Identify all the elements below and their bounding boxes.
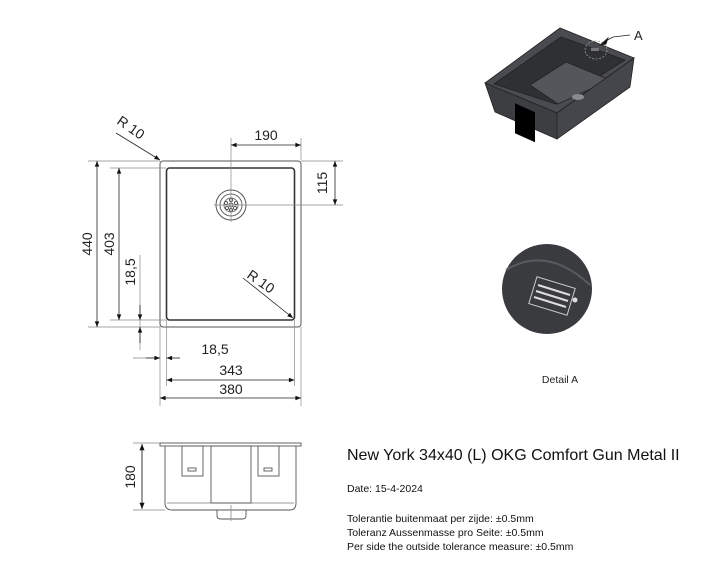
dim-rim-vertical: 18,5: [122, 258, 138, 285]
dim-drain-x: 190: [254, 127, 278, 143]
drawing-date: Date: 15-4-2024: [347, 483, 423, 495]
tolerance-nl: Tolerantie buitenmaat per zijde: ±0.5mm: [347, 513, 534, 525]
dim-drain-y: 115: [314, 172, 330, 195]
dim-inner-height: 403: [101, 232, 117, 256]
tolerance-en: Per side the outside tolerance measure: …: [347, 541, 574, 553]
detail-a-caption: Detail A: [542, 374, 578, 386]
dim-inner-width: 343: [219, 362, 243, 378]
detail-a-image: [502, 244, 592, 334]
top-view: [88, 132, 343, 406]
dim-r-top: R 10: [114, 112, 148, 142]
outer-rim: [159, 160, 302, 328]
tolerance-de: Toleranz Aussenmasse pro Seite: ±0.5mm: [347, 527, 544, 539]
isometric-sink-image: [484, 27, 635, 143]
side-view: [133, 442, 302, 521]
dim-rim-horizontal: 18,5: [201, 341, 228, 357]
dim-outer-height: 440: [79, 232, 95, 256]
callout-label-a: A: [634, 28, 643, 43]
inner-bowl: [165, 167, 296, 321]
dim-depth: 180: [122, 465, 138, 489]
dim-outer-width: 380: [219, 381, 243, 397]
drawing-title: New York 34x40 (L) OKG Comfort Gun Metal…: [347, 447, 680, 464]
